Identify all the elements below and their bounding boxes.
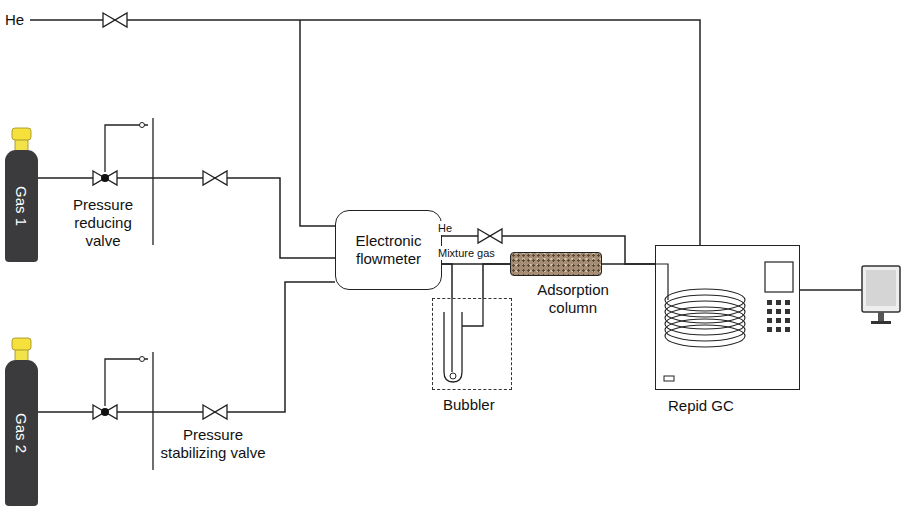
coil-turn <box>665 313 745 335</box>
gc-key <box>785 318 790 323</box>
monitor-screen <box>862 266 900 312</box>
gc-keypad <box>767 300 790 332</box>
signal-cable <box>800 289 862 290</box>
part-name: Pressure reducing valve <box>60 196 146 250</box>
gc-key <box>767 327 772 332</box>
valve-symbol <box>478 229 502 243</box>
valve-body <box>93 171 117 185</box>
monitor-stand <box>878 312 884 321</box>
valve-symbol <box>93 405 117 419</box>
gc-screen <box>765 262 793 292</box>
regulator-dot <box>101 174 109 182</box>
pipe-line <box>38 178 335 258</box>
gc-key <box>785 327 790 332</box>
cylinder-label: Gas 1 <box>13 186 31 226</box>
gc-key <box>785 300 790 305</box>
gc-column-coil <box>665 289 745 347</box>
gc-key <box>776 309 781 314</box>
valve-group <box>93 13 502 419</box>
part-name: Pressure stabilizing valve <box>160 426 266 462</box>
coil-turn <box>665 289 745 311</box>
gas-name: He <box>5 11 24 29</box>
gc-inlet-pipe <box>655 264 668 300</box>
bubbler-tube <box>444 312 462 382</box>
gc-instrument: Repid GC <box>655 245 800 390</box>
gc-key <box>776 318 781 323</box>
part-caption: Bubbler <box>443 396 495 414</box>
regulator-dot <box>101 408 109 416</box>
cylinder-label: Gas 2 <box>13 413 31 453</box>
part-caption: Adsorption column <box>523 281 623 317</box>
line-label: Mixture gas <box>437 246 496 260</box>
bubbler-box: Bubbler <box>432 298 512 390</box>
cylinder-cap <box>12 128 31 152</box>
gc-key <box>776 300 781 305</box>
coil-turn <box>665 307 745 329</box>
coil-turn <box>665 319 745 341</box>
gas-cylinder: Gas 1 <box>5 150 38 262</box>
valve-body <box>93 405 117 419</box>
valve-symbol <box>103 13 127 27</box>
cylinder-cap <box>12 338 31 362</box>
monitor-display <box>866 270 896 306</box>
gc-key <box>776 327 781 332</box>
box-label: Electronic flowmeter <box>336 232 441 268</box>
valve-symbol <box>203 405 227 419</box>
monitor-base <box>871 321 891 324</box>
flowmeter-box: Electronic flowmeter <box>335 210 442 290</box>
pipe-line <box>483 264 510 298</box>
valve-body <box>478 229 502 243</box>
pipe-line <box>38 282 335 412</box>
coil-turn <box>665 325 745 347</box>
bubbler-pipe <box>452 298 483 372</box>
valve-symbol <box>93 171 117 185</box>
adsorption-column: Adsorption column <box>510 252 602 276</box>
regulator-stem <box>105 118 153 470</box>
gc-switch <box>664 376 674 381</box>
gc-key <box>767 309 772 314</box>
gas-cylinder: Gas 2 <box>5 360 38 506</box>
part-caption: Repid GC <box>668 397 734 415</box>
gc-key <box>785 309 790 314</box>
valve-body <box>103 13 127 27</box>
valve-body <box>203 171 227 185</box>
gauge-knob <box>140 123 145 128</box>
bubble <box>450 373 456 379</box>
gc-key <box>767 318 772 323</box>
gc-key <box>767 300 772 305</box>
gauge-knob <box>140 357 145 362</box>
valve-body <box>203 405 227 419</box>
valve-symbol <box>203 171 227 185</box>
coil-turn <box>665 295 745 317</box>
pipe-line <box>442 264 452 298</box>
coil-turn <box>665 301 745 323</box>
line-label: He <box>437 221 453 235</box>
